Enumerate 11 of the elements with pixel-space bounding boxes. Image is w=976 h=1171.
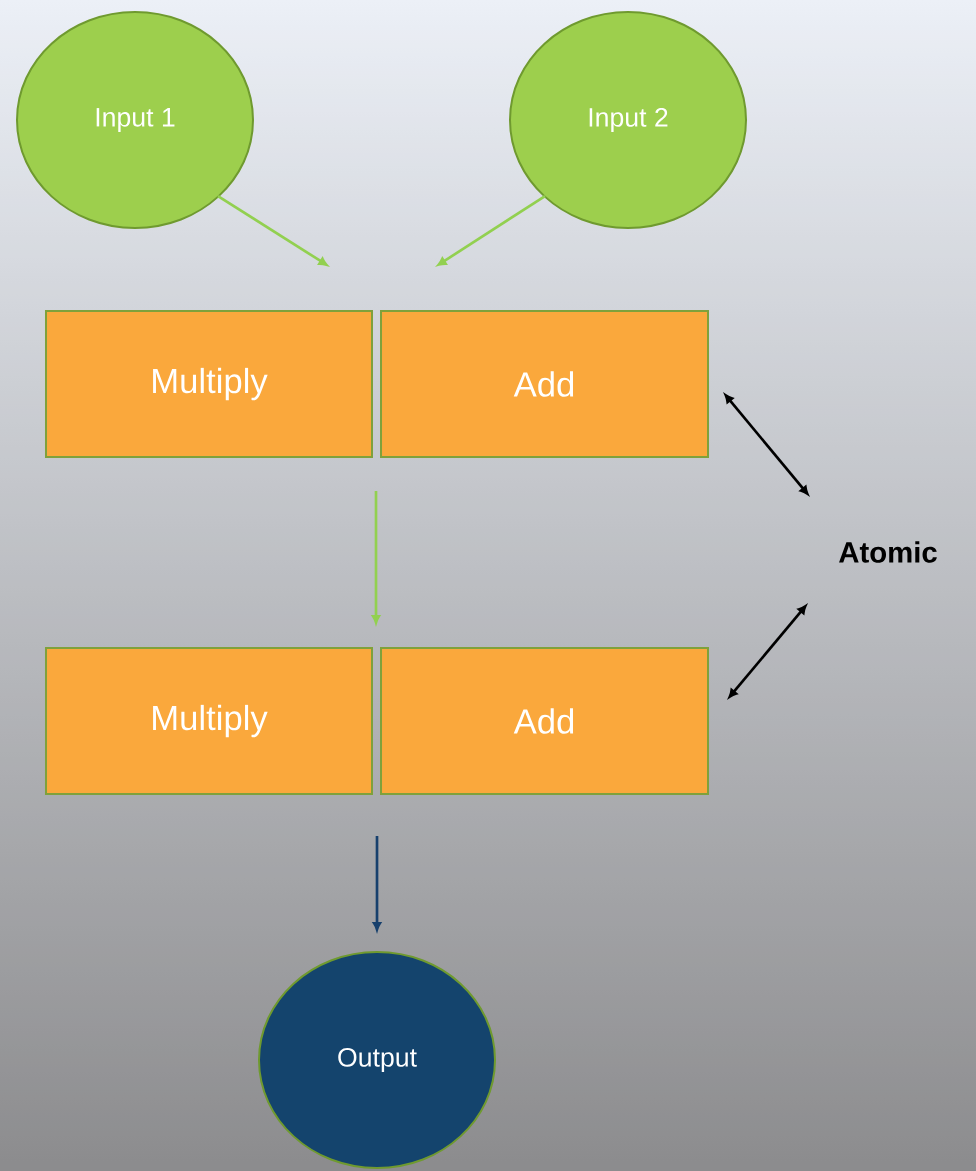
arrow (372, 836, 382, 931)
process-box: Add (380, 647, 709, 795)
process-box: Multiply (45, 310, 373, 458)
arrow (437, 194, 546, 266)
label-text: Atomic (839, 541, 937, 563)
process-box: Multiply (45, 647, 373, 795)
arrow (371, 491, 381, 624)
arrow (724, 394, 809, 495)
arrow (728, 605, 807, 698)
process-box: Add (380, 310, 709, 458)
arrow (217, 194, 328, 266)
